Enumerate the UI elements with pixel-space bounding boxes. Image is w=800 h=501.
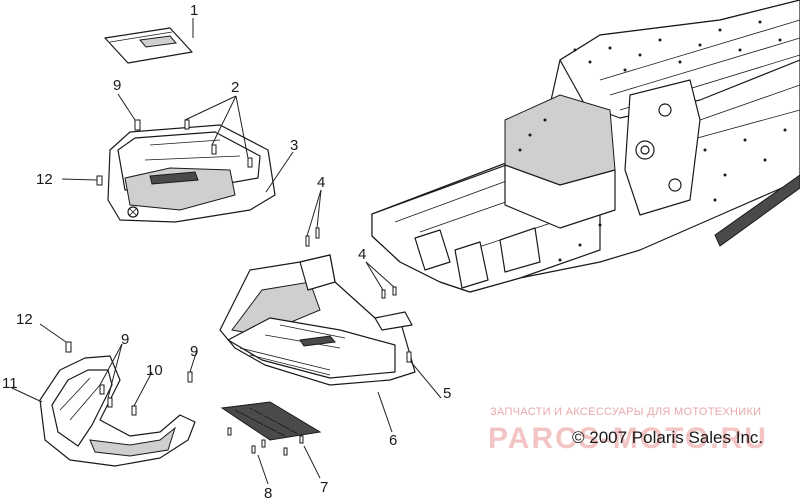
callout-6: 6 bbox=[389, 432, 397, 449]
hardware-4-lower bbox=[381, 286, 397, 299]
callout-4-lower: 4 bbox=[358, 246, 366, 263]
callout-12-upper: 12 bbox=[36, 171, 53, 188]
copyright-notice: © 2007 Polaris Sales Inc. bbox=[572, 428, 763, 447]
part-11-bumper bbox=[39, 341, 196, 467]
callout-7: 7 bbox=[320, 479, 328, 496]
callout-9-upper: 9 bbox=[113, 77, 121, 94]
part-6-belly-pan bbox=[219, 254, 416, 386]
chassis-frame bbox=[371, 0, 800, 293]
callout-3: 3 bbox=[290, 137, 298, 154]
callout-12-lower: 12 bbox=[16, 311, 33, 328]
hardware-4-upper bbox=[305, 227, 320, 247]
callout-8: 8 bbox=[264, 485, 272, 501]
part-1-plate bbox=[104, 27, 193, 64]
watermark: ЗАПЧАСТИ И АКСЕССУАРЫ ДЛЯ МОТОТЕХНИКИ PA… bbox=[488, 406, 768, 455]
part-7-skid-plate bbox=[220, 401, 322, 456]
callout-4-upper: 4 bbox=[317, 174, 325, 191]
callout-9-lower-right: 9 bbox=[190, 343, 198, 360]
callout-11: 11 bbox=[2, 375, 18, 392]
callout-10: 10 bbox=[146, 362, 163, 379]
leader-lines bbox=[11, 18, 442, 485]
part-3-upper-cover bbox=[96, 119, 276, 223]
callout-2: 2 bbox=[231, 79, 239, 96]
callout-labels: 1 2 9 3 12 4 4 5 6 7 8 12 9 9 10 11 bbox=[2, 2, 451, 501]
callout-1: 1 bbox=[190, 2, 198, 19]
callout-5: 5 bbox=[443, 385, 451, 402]
callout-9-lower-left: 9 bbox=[121, 331, 129, 348]
watermark-site: PARCS-MOTO.RU bbox=[488, 422, 768, 455]
watermark-tagline: ЗАПЧАСТИ И АКСЕССУАРЫ ДЛЯ МОТОТЕХНИКИ bbox=[490, 406, 761, 418]
